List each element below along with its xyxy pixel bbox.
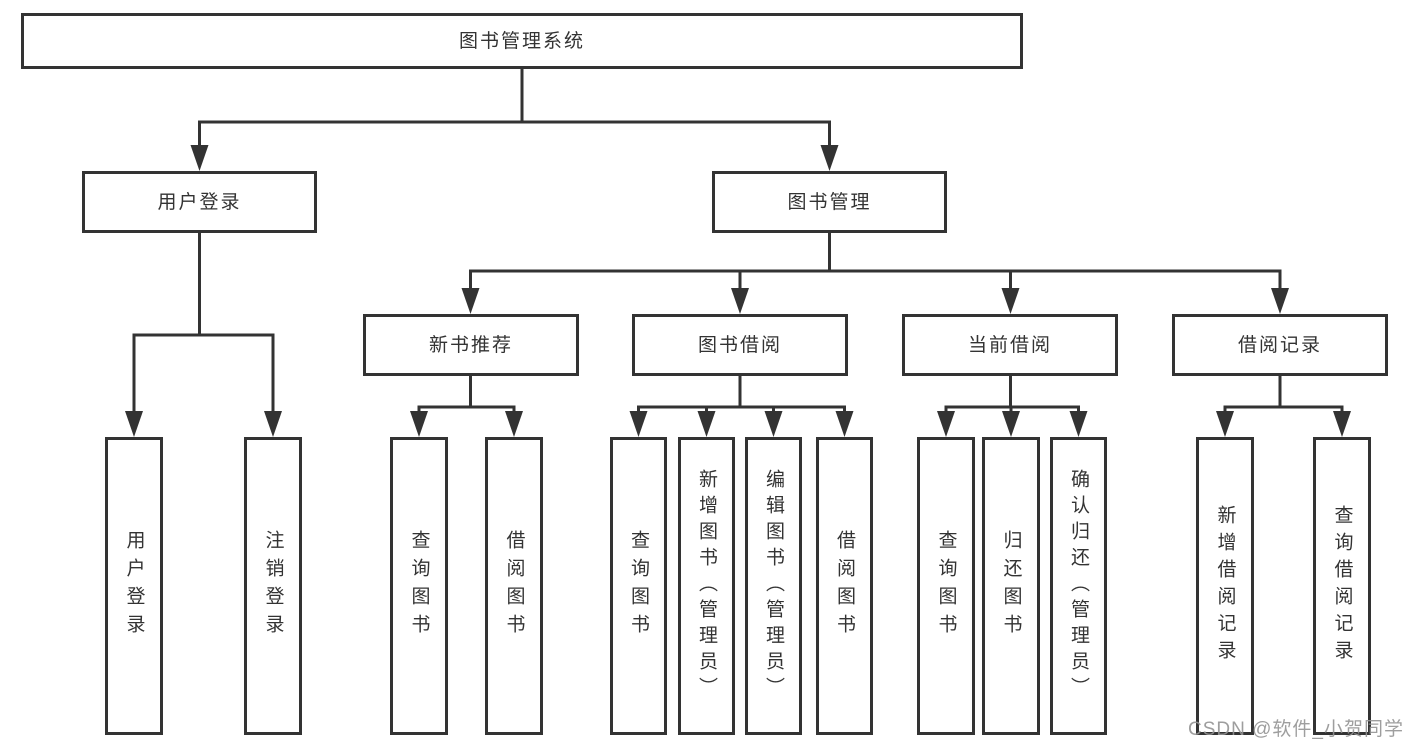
leaf-logout: 注销登录 [244,437,302,735]
leaf-return-books: 归还图书 [982,437,1040,735]
leaf-query-books-current: 查询图书 [917,437,975,735]
node-book-management: 图书管理 [712,171,947,233]
leaf-add-borrow-record: 新增借阅记录 [1196,437,1254,735]
leaf-query-borrow-record: 查询借阅记录 [1313,437,1371,735]
csdn-watermark: CSDN @软件_小贺同学 [1188,719,1404,740]
leaf-borrow-books-borrowing: 借阅图书 [816,437,873,735]
node-user-login: 用户登录 [82,171,317,233]
leaf-query-books-recommend: 查询图书 [390,437,448,735]
leaf-confirm-return-admin: 确认归还（管理员） [1050,437,1107,735]
leaf-add-books-admin: 新增图书（管理员） [678,437,735,735]
leaf-borrow-books-recommend: 借阅图书 [485,437,543,735]
node-current-borrowing: 当前借阅 [902,314,1118,376]
node-library-management-system: 图书管理系统 [21,13,1023,69]
node-borrowing-records: 借阅记录 [1172,314,1388,376]
leaf-edit-books-admin: 编辑图书（管理员） [745,437,802,735]
leaf-query-books-borrowing: 查询图书 [610,437,667,735]
leaf-user-login: 用户登录 [105,437,163,735]
node-book-borrowing: 图书借阅 [632,314,848,376]
node-new-book-recommendation: 新书推荐 [363,314,579,376]
